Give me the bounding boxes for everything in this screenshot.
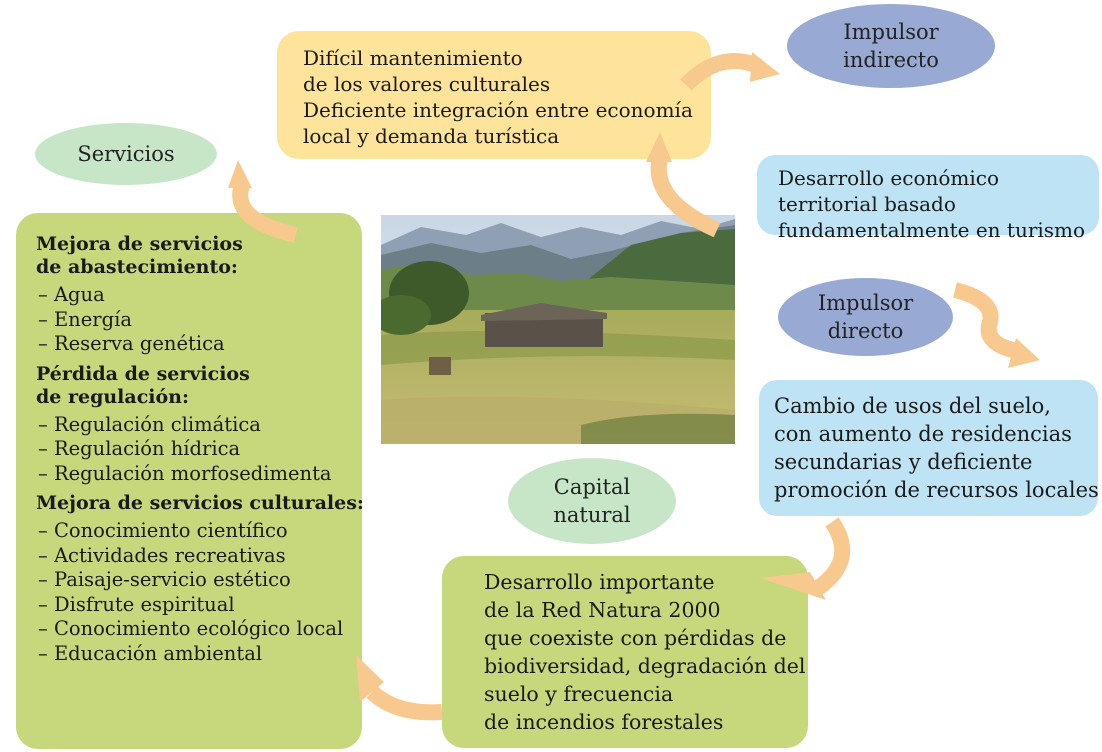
- indirect-effects-line: local y demanda turística: [303, 124, 560, 148]
- arrow-services-to-yellow: [232, 182, 298, 243]
- ecosystem-services-box: Mejora de servicios de abastecimiento: –…: [16, 213, 364, 749]
- impulsor-directo-label: Impulsor directo: [778, 278, 953, 356]
- impulsor-indirecto-line-1: Impulsor: [843, 20, 939, 44]
- indirect-driver-line: territorial basado: [778, 192, 956, 216]
- impulsor-indirecto-line-2: indirecto: [843, 48, 939, 72]
- service-item: – Agua: [38, 283, 105, 306]
- natural-capital-line: de la Red Natura 2000: [484, 598, 721, 622]
- service-item: – Energía: [38, 307, 132, 331]
- impulsor-directo-line-1: Impulsor: [817, 291, 914, 315]
- arrowhead: [760, 572, 826, 600]
- regulating-heading: de regulación:: [36, 385, 190, 408]
- capital-natural-line-2: natural: [553, 503, 631, 527]
- arrow-yellow-to-indirect: [680, 53, 762, 91]
- service-item: – Reserva genética: [38, 332, 225, 355]
- mountain-valley-landscape-photo: [381, 215, 735, 444]
- service-item: – Conocimiento ecológico local: [38, 617, 344, 640]
- service-item: – Actividades recreativas: [38, 543, 286, 567]
- natural-capital-line: biodiversidad, degradación del: [484, 654, 806, 678]
- provisioning-heading: de abastecimiento:: [36, 256, 238, 278]
- natural-capital-line: Desarrollo importante: [484, 570, 715, 594]
- arrowhead: [356, 655, 384, 702]
- arrow-blue-to-green: [813, 517, 851, 595]
- indirect-effects-line: Difícil mantenimiento: [303, 46, 523, 70]
- natural-capital-line: de incendios forestales: [484, 710, 724, 734]
- capital-natural-line-1: Capital: [553, 475, 631, 499]
- arrow-blue-to-yellow: [650, 156, 721, 238]
- regulating-section: Pérdida de servicios de regulación: – Re…: [36, 363, 362, 487]
- indirect-driver-line: fundamentalmente en turismo: [778, 218, 1086, 242]
- arrowhead: [1008, 338, 1040, 368]
- service-item: – Educación ambiental: [38, 641, 263, 665]
- service-item: – Disfrute espiritual: [38, 592, 235, 616]
- provisioning-heading: Mejora de servicios: [36, 233, 243, 255]
- indirect-effects-box: Difícil mantenimiento de los valores cul…: [277, 31, 711, 159]
- service-item: – Paisaje-servicio estético: [38, 568, 291, 591]
- service-item: – Regulación hídrica: [38, 437, 241, 460]
- arrow-directo-to-blue: [952, 282, 1024, 360]
- direct-driver-line: promoción de recursos locales: [774, 478, 1099, 502]
- service-item: – Regulación morfosedimenta: [38, 461, 332, 485]
- arrowhead: [228, 160, 252, 188]
- regulating-heading: Pérdida de servicios: [36, 362, 250, 385]
- natural-capital-line: suelo y frecuencia: [484, 682, 674, 706]
- arrowhead: [646, 132, 672, 162]
- direct-driver-box: Cambio de usos del suelo, con aumento de…: [759, 380, 1099, 516]
- arrowhead: [750, 52, 780, 82]
- servicios-text: Servicios: [77, 142, 175, 166]
- impulsor-directo-line-2: directo: [827, 319, 904, 343]
- direct-driver-line: Cambio de usos del suelo,: [774, 394, 1051, 418]
- arrow-green-to-services: [366, 685, 443, 721]
- indirect-driver-line: Desarrollo económico: [778, 166, 1000, 190]
- landscape-photo: [381, 215, 735, 444]
- capital-natural-label: Capital natural: [508, 458, 676, 544]
- provisioning-section: Mejora de servicios de abastecimiento: –…: [36, 233, 362, 357]
- direct-driver-line: secundarias y deficiente: [774, 450, 1033, 474]
- indirect-effects-line: Deficiente integración entre economía: [303, 98, 693, 122]
- indirect-driver-box: Desarrollo económico territorial basado …: [757, 155, 1099, 242]
- impulsor-indirecto-label: Impulsor indirecto: [787, 4, 995, 88]
- natural-capital-line: que coexiste con pérdidas de: [484, 626, 787, 650]
- direct-driver-line: con aumento de residencias: [774, 422, 1072, 446]
- cultural-section: Mejora de servicios culturales: – Conoci…: [36, 492, 364, 666]
- indirect-effects-line: de los valores culturales: [303, 72, 551, 96]
- service-item: – Conocimiento científico: [38, 519, 288, 542]
- natural-capital-box: Desarrollo importante de la Red Natura 2…: [442, 556, 808, 748]
- service-item: – Regulación climática: [38, 412, 261, 436]
- servicios-label: Servicios: [35, 123, 217, 185]
- cultural-heading: Mejora de servicios culturales:: [36, 492, 364, 514]
